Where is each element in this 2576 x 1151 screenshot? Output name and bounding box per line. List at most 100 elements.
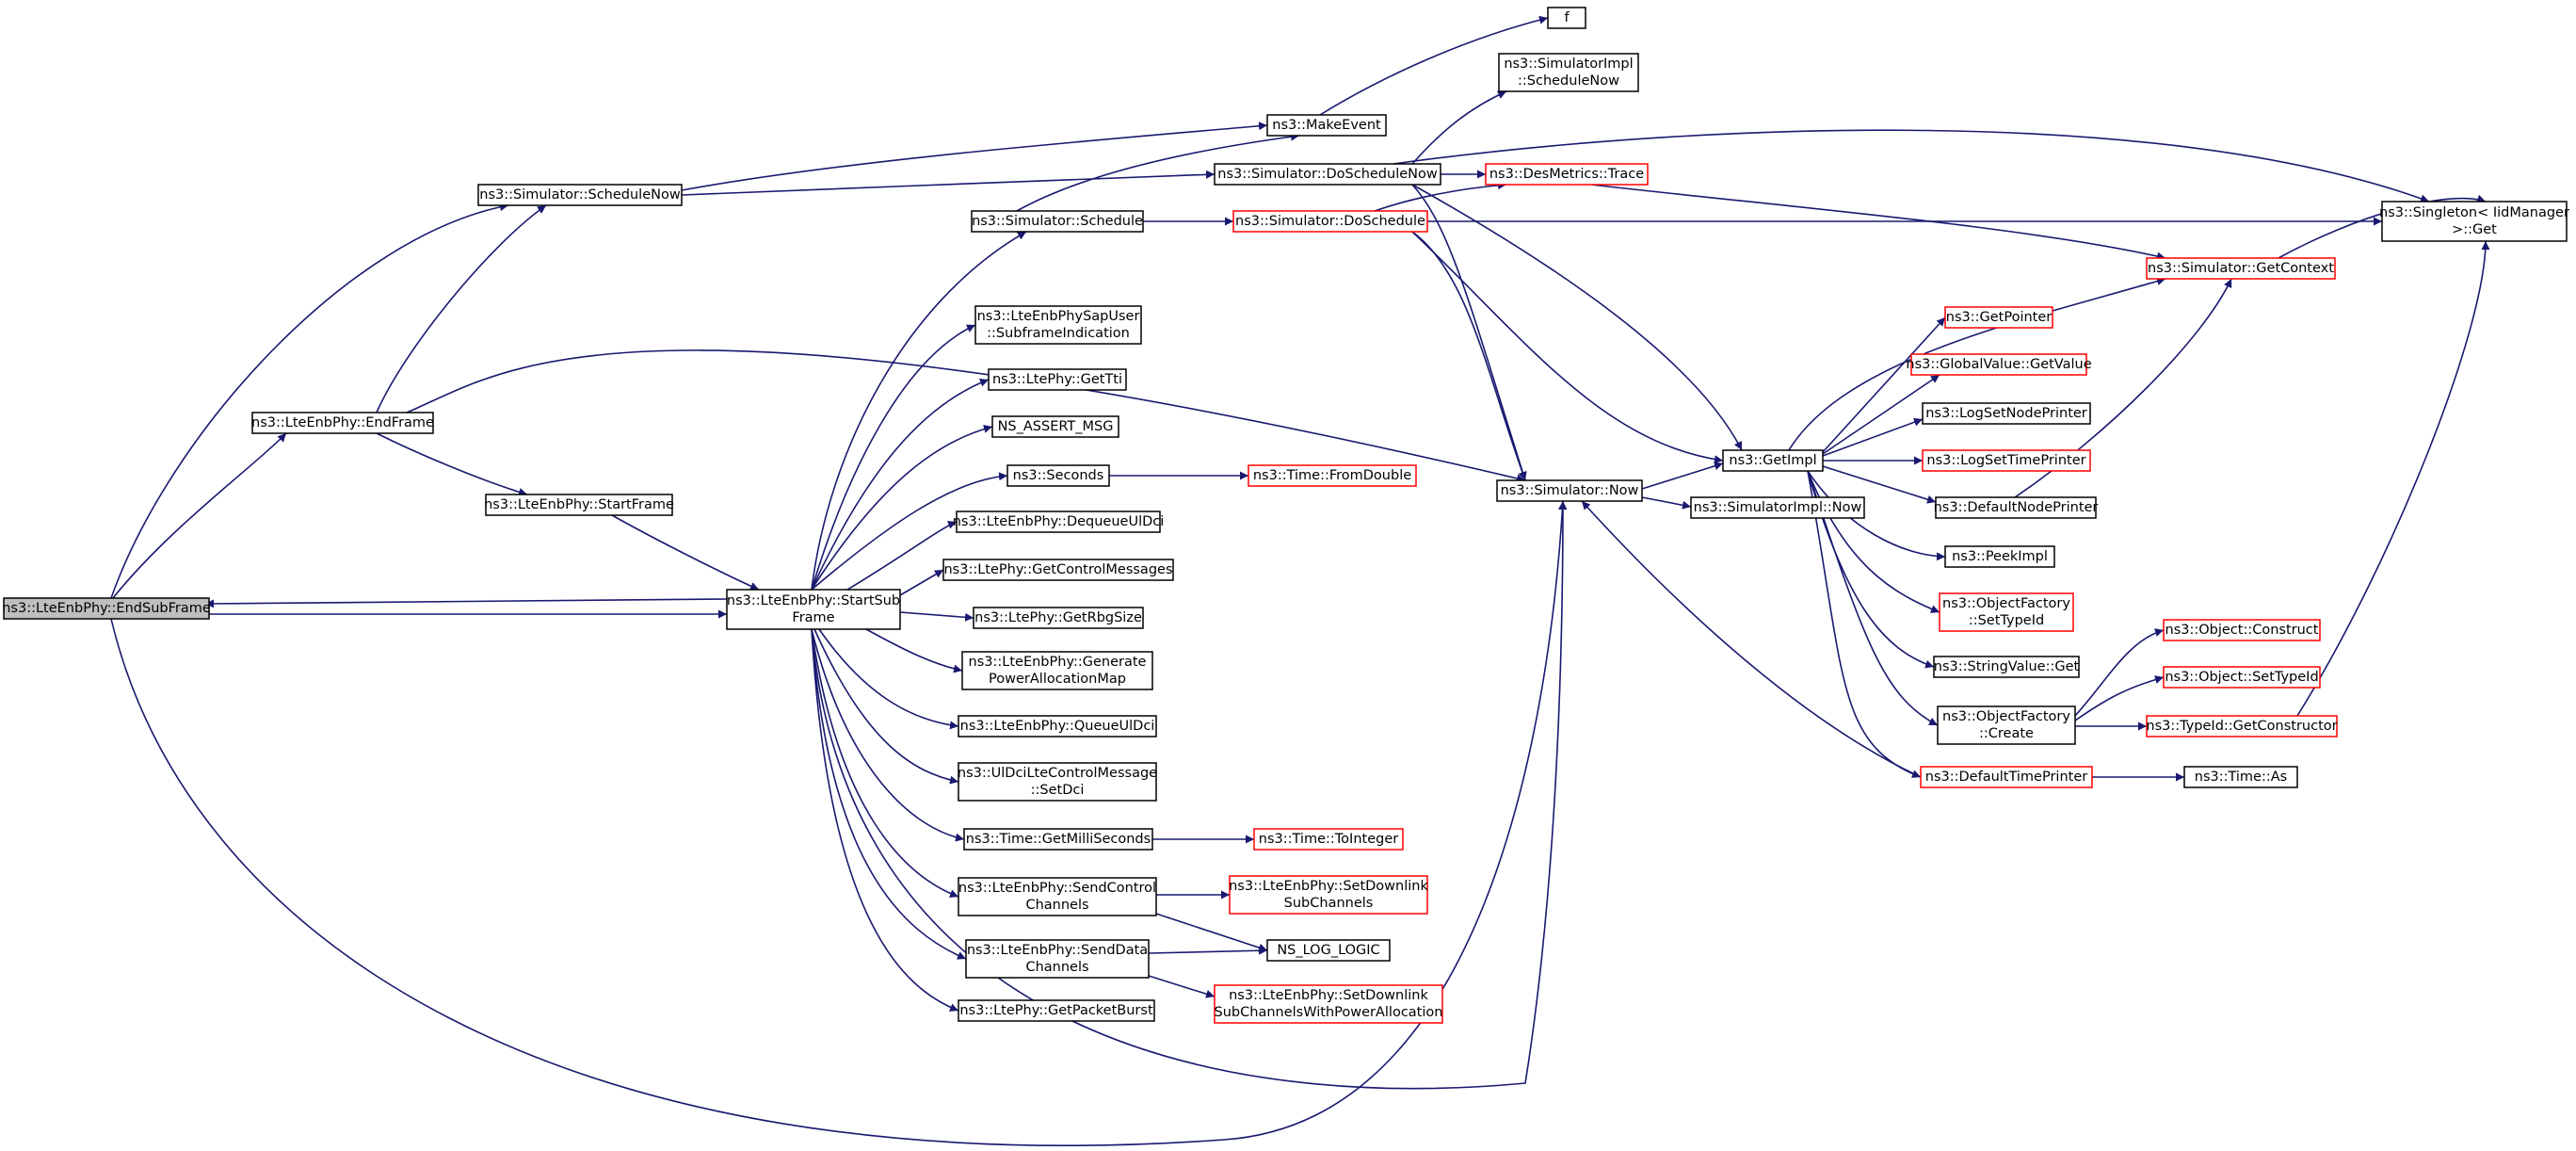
node-box [477, 184, 683, 206]
node-setdownlinkpa[interactable]: ns3::LteEnbPhy::SetDownlinkSubChannelsWi… [1214, 984, 1443, 1024]
node-box [1232, 210, 1428, 233]
node-strget[interactable]: ns3::StringValue::Get [1933, 656, 2080, 678]
node-peekimpl[interactable]: ns3::PeekImpl [1944, 545, 2055, 568]
node-label: ns3::ObjectFactory [1942, 596, 2070, 611]
node-simimpl_schednow[interactable]: ns3::SimulatorImpl::ScheduleNow [1498, 53, 1639, 92]
node-objconstruct[interactable]: ns3::Object::Construct [2163, 619, 2321, 641]
node-nslog[interactable]: NS_LOG_LOGIC [1266, 939, 1391, 962]
node-dequeueul[interactable]: ns3::LteEnbPhy::DequeueUlDci [953, 511, 1165, 533]
node-sapuser[interactable]: ns3::LteEnbPhySapUser::SubframeIndicatio… [974, 305, 1142, 345]
node-gettti[interactable]: ns3::LtePhy::GetTti [988, 368, 1127, 391]
node-box [958, 877, 1157, 916]
call-edge-to-globalvalue [1822, 374, 1940, 455]
node-fromdouble[interactable]: ns3::Time::FromDouble [1248, 464, 1417, 487]
call-edge-to-simnow [1411, 184, 1527, 481]
call-edge-to-endframe [112, 432, 287, 599]
call-edge-to-singleton [2296, 240, 2490, 717]
node-box [958, 762, 1157, 802]
node-defnode[interactable]: ns3::DefaultNodePrinter [1934, 496, 2099, 519]
node-seconds[interactable]: ns3::Seconds [1006, 464, 1110, 487]
node-getms[interactable]: ns3::Time::GetMilliSeconds [963, 828, 1153, 851]
node-simnow[interactable]: ns3::Simulator::Now [1496, 479, 1643, 502]
node-label: ns3::PeekImpl [1952, 549, 2048, 564]
node-getpointer[interactable]: ns3::GetPointer [1944, 306, 2053, 329]
node-globalvalue[interactable]: ns3::GlobalValue::GetValue [1906, 353, 2092, 376]
node-label: ns3::Object::Construct [2165, 623, 2319, 638]
node-tointeger[interactable]: ns3::Time::ToInteger [1253, 828, 1404, 851]
node-box [988, 368, 1127, 391]
node-box [1690, 496, 1865, 519]
node-label: ns3::Simulator::DoSchedule [1235, 214, 1425, 229]
node-ofcreate[interactable]: ns3::ObjectFactory::Create [1937, 705, 2076, 745]
call-edge-to-startframe [376, 432, 528, 496]
node-objsettype[interactable]: ns3::Object::SetTypeId [2163, 666, 2321, 689]
node-box [1547, 7, 1586, 29]
node-getcontext[interactable]: ns3::Simulator::GetContext [2146, 257, 2336, 280]
node-simimplnow[interactable]: ns3::SimulatorImpl::Now [1690, 496, 1865, 519]
node-box [2146, 715, 2338, 738]
node-schedule[interactable]: ns3::Simulator::Schedule [971, 210, 1144, 233]
node-box [1939, 592, 2074, 632]
node-label: ns3::LteEnbPhy::DequeueUlDci [953, 514, 1165, 529]
node-startframe[interactable]: ns3::LteEnbPhy::StartFrame [484, 494, 674, 516]
node-setdci[interactable]: ns3::UlDciLteControlMessage::SetDci [958, 762, 1157, 802]
node-endframe[interactable]: ns3::LteEnbPhy::EndFrame [251, 412, 434, 434]
node-label: >::Get [2452, 222, 2497, 237]
node-singleton[interactable]: ns3::Singleton< IidManager>::Get [2379, 201, 2569, 242]
node-box [1935, 496, 2097, 519]
node-deftime[interactable]: ns3::DefaultTimePrinter [1920, 766, 2093, 788]
node-getimpl[interactable]: ns3::GetImpl [1722, 449, 1824, 472]
node-f[interactable]: f [1547, 7, 1586, 29]
node-box [1214, 163, 1441, 186]
node-getpacket[interactable]: ns3::LtePhy::GetPacketBurst [958, 999, 1155, 1022]
call-edge-to-getimpl [1411, 231, 1724, 464]
node-box [1722, 449, 1824, 472]
node-nsassert[interactable]: NS_ASSERT_MSG [991, 415, 1119, 438]
call-edge-to-simnow [110, 500, 1567, 1146]
node-lognode[interactable]: ns3::LogSetNodePrinter [1922, 402, 2091, 425]
node-box [1933, 656, 2080, 678]
node-label: ns3::GetImpl [1729, 453, 1816, 468]
node-label: SubChannels [1284, 896, 1374, 911]
node-ofsettype[interactable]: ns3::ObjectFactory::SetTypeId [1939, 592, 2074, 632]
call-edge-to-getrbg [899, 611, 974, 622]
node-queueul[interactable]: ns3::LteEnbPhy::QueueUlDci [958, 715, 1157, 738]
node-box [1498, 53, 1639, 92]
call-edge-to-objconstruct [2074, 628, 2165, 717]
node-label: ns3::Time::As [2195, 770, 2287, 785]
node-label: PowerAllocationMap [989, 672, 1126, 687]
call-edge-to-makeevent [1016, 132, 1300, 212]
call-edge-to-queueul [818, 628, 959, 730]
node-doschednow[interactable]: ns3::Simulator::DoScheduleNow [1214, 163, 1441, 186]
node-timeas[interactable]: ns3::Time::As [2183, 766, 2298, 788]
node-sched_now[interactable]: ns3::Simulator::ScheduleNow [477, 184, 683, 206]
node-box [2381, 201, 2568, 242]
node-box [956, 511, 1161, 533]
node-box [991, 415, 1119, 438]
node-label: SubChannelsWithPowerAllocation [1215, 1005, 1443, 1020]
call-edge-to-makeevent [681, 122, 1268, 191]
call-edge-to-sched_now [376, 204, 547, 413]
node-box [1485, 163, 1649, 186]
node-endsubframe[interactable]: ns3::LteEnbPhy::EndSubFrame [2, 597, 211, 620]
node-dosched[interactable]: ns3::Simulator::DoSchedule [1232, 210, 1428, 233]
node-box [1496, 479, 1643, 502]
node-getrbg[interactable]: ns3::LtePhy::GetRbgSize [973, 607, 1144, 629]
node-makeevent[interactable]: ns3::MakeEvent [1266, 114, 1387, 137]
call-edge-to-simimplnow [1641, 496, 1692, 510]
node-box [973, 607, 1144, 629]
node-box [942, 559, 1174, 581]
node-box [1922, 449, 2091, 472]
node-getctrlmsg[interactable]: ns3::LtePhy::GetControlMessages [942, 559, 1174, 581]
node-getctor[interactable]: ns3::TypeId::GetConstructor [2146, 715, 2338, 738]
node-genpower[interactable]: ns3::LteEnbPhy::GeneratePowerAllocationM… [961, 651, 1153, 690]
call-edge-to-simnow [1581, 500, 1922, 778]
node-label: ns3::Time::GetMilliSeconds [966, 832, 1151, 847]
node-label: ns3::DefaultTimePrinter [1925, 770, 2087, 785]
node-logtime[interactable]: ns3::LogSetTimePrinter [1922, 449, 2091, 472]
node-desmetrics[interactable]: ns3::DesMetrics::Trace [1485, 163, 1649, 186]
